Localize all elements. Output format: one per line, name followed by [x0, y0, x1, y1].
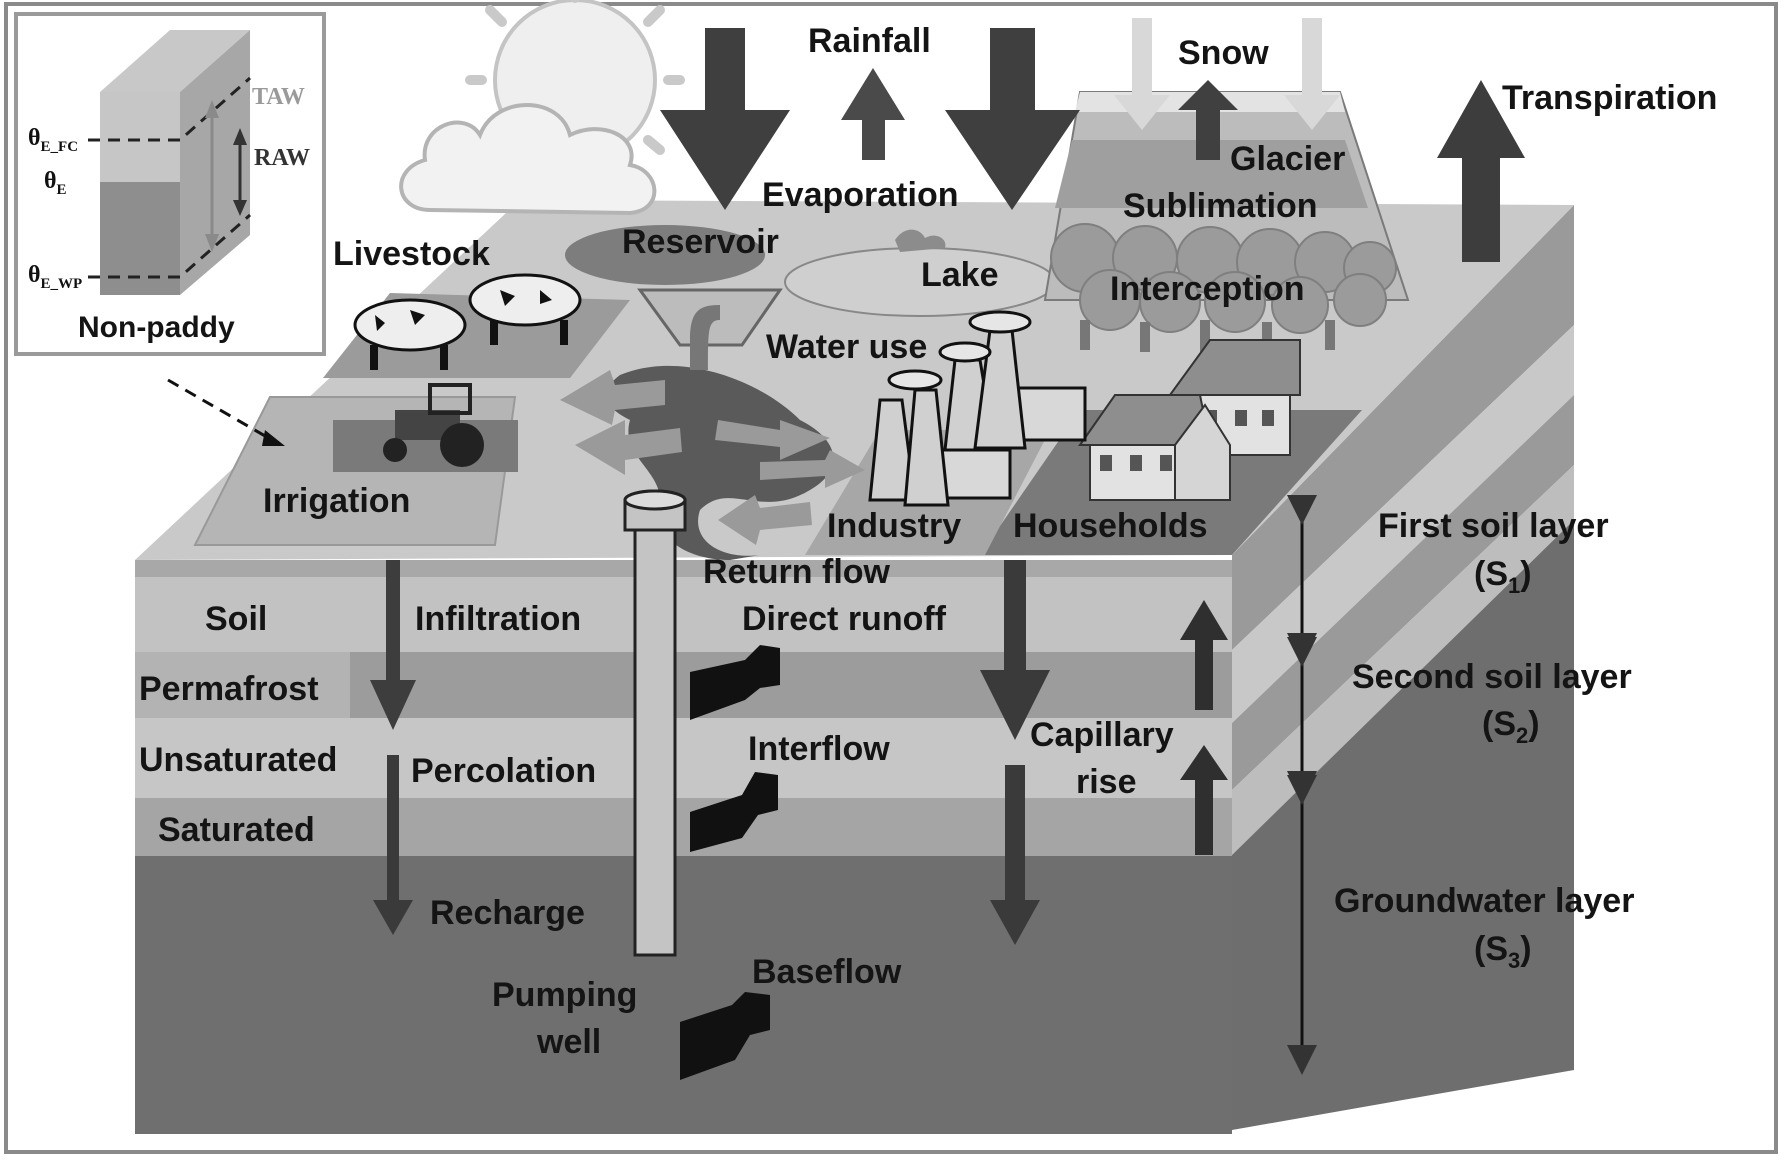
percolation-label: Percolation	[411, 752, 596, 790]
surface-flow-arrows	[560, 370, 865, 545]
capillary-rise-arrow	[1180, 600, 1228, 855]
tractor-icon	[383, 383, 484, 467]
interflow-label: Interflow	[748, 730, 890, 768]
infiltration-label: Infiltration	[415, 600, 581, 638]
direct-runoff-label: Direct runoff	[742, 600, 947, 638]
return-flow-label: Return flow	[703, 553, 891, 591]
factory-icon	[868, 310, 1087, 507]
well-label: well	[536, 1023, 601, 1061]
soil-label: Soil	[205, 600, 267, 638]
water-use-outlet	[690, 305, 720, 370]
baseflow-arrow	[680, 992, 770, 1080]
groundwater-layer-label: Groundwater layer	[1334, 882, 1634, 920]
theta-wp-label: θE_WP	[28, 262, 82, 292]
recharge-arrow	[373, 755, 413, 935]
irrigation-label: Irrigation	[263, 482, 410, 520]
surface-rim	[135, 560, 1232, 577]
saturated-band	[135, 798, 1232, 856]
lake	[784, 247, 1056, 317]
capillary-deep-arrow	[990, 765, 1040, 945]
permafrost-label: Permafrost	[139, 670, 319, 708]
unsaturated-band	[135, 718, 1232, 798]
first-layer-label: First soil layer	[1378, 507, 1609, 545]
taw-label: TAW	[252, 84, 305, 110]
direct-runoff-arrow	[690, 645, 780, 720]
sublimation-arrow	[1178, 80, 1238, 160]
lake-label: Lake	[921, 256, 999, 294]
reservoir-water	[565, 225, 765, 285]
pumping-well	[623, 489, 687, 957]
evaporation-arrow	[841, 68, 905, 160]
soil-band	[135, 577, 1232, 652]
raw-label: RAW	[254, 145, 310, 171]
snow-arrows	[1114, 18, 1340, 130]
industry-label: Industry	[827, 507, 961, 545]
inset-pointer-arrow	[167, 378, 273, 442]
transpiration-arrow	[1437, 80, 1525, 262]
interception-label: Interception	[1110, 270, 1305, 308]
pumping-label: Pumping	[492, 976, 637, 1014]
block-front-face	[135, 577, 1232, 1134]
evaporation-label: Evaporation	[762, 176, 958, 214]
forest-trees	[1050, 223, 1397, 352]
first-layer-symbol: (S1)	[1474, 555, 1532, 598]
recharge-label: Recharge	[430, 894, 585, 932]
second-layer-label: Second soil layer	[1352, 658, 1632, 696]
livestock-label: Livestock	[333, 235, 490, 273]
second-layer-symbol: (S2)	[1482, 705, 1540, 748]
transpiration-label: Transpiration	[1502, 79, 1717, 117]
capillary-down-arrow	[980, 560, 1050, 740]
rainfall-arrow	[660, 28, 1080, 210]
livestock-icon	[353, 273, 582, 370]
groundwater-band	[135, 856, 1232, 1134]
households-label: Households	[1013, 507, 1208, 545]
theta-fc-label: θE_FC	[28, 125, 78, 155]
house-icon	[1078, 339, 1301, 501]
lake-bush	[895, 229, 946, 252]
cloud-icon	[399, 103, 657, 216]
water-use-label: Water use	[766, 328, 927, 366]
capillary-label: Capillary	[1030, 716, 1174, 754]
rise-label: rise	[1076, 763, 1137, 801]
inset-panel	[14, 12, 326, 356]
groundwater-layer-symbol: (S3)	[1474, 930, 1532, 973]
block-right-side	[1232, 205, 1574, 1130]
interflow-arrow	[690, 772, 778, 852]
baseflow-label: Baseflow	[752, 953, 902, 991]
inset-title: Non-paddy	[78, 311, 235, 344]
reservoir-label: Reservoir	[622, 223, 779, 261]
snow-label: Snow	[1178, 34, 1269, 72]
sublimation-label: Sublimation	[1123, 187, 1318, 225]
infiltration-arrow	[370, 560, 416, 730]
rainfall-label: Rainfall	[808, 22, 931, 60]
theta-e-label: θE	[44, 168, 67, 198]
glacier-label: Glacier	[1230, 140, 1345, 178]
saturated-label: Saturated	[158, 811, 315, 849]
unsaturated-label: Unsaturated	[139, 741, 337, 779]
lateral-flow-arrows	[680, 645, 780, 1080]
